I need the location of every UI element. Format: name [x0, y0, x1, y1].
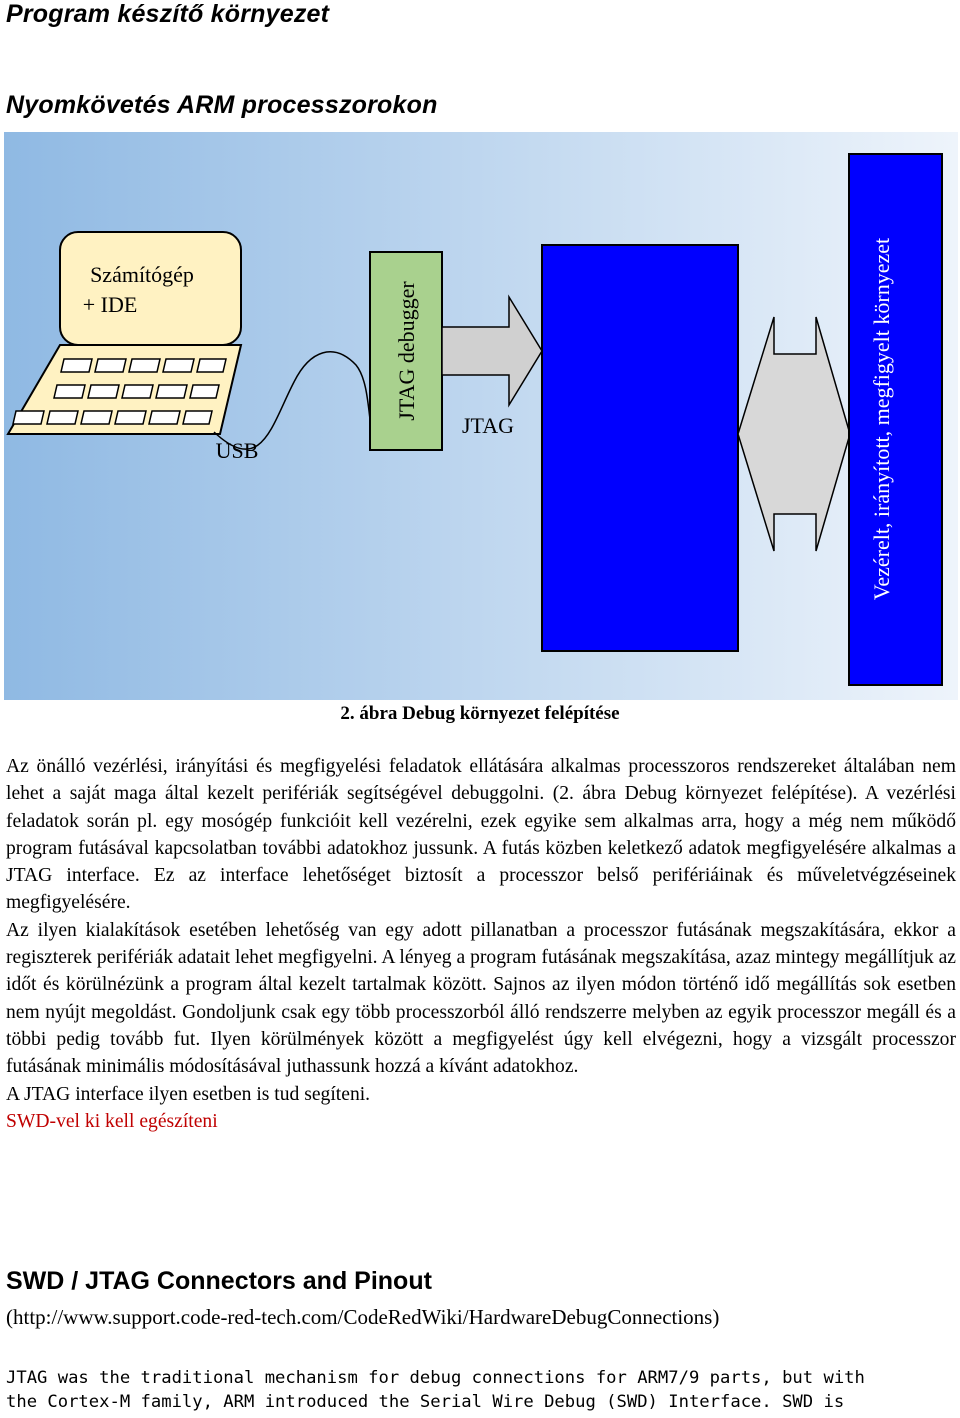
- computer-label-line1: Számítógép: [90, 262, 194, 287]
- jtag-debugger-box: [369, 251, 443, 451]
- section-heading: SWD / JTAG Connectors and Pinout: [6, 1267, 432, 1295]
- processor-box: [541, 244, 739, 652]
- computer-icon: Számítógép + IDE: [6, 231, 243, 435]
- jtag-arrow: [441, 294, 543, 408]
- target-environment-box: [848, 153, 943, 686]
- red-note: SWD-vel ki kell egészíteni: [6, 1110, 218, 1132]
- body-text: Az önálló vezérlési, irányítási és megfi…: [6, 753, 956, 1135]
- code-excerpt: JTAG was the traditional mechanism for d…: [6, 1366, 956, 1414]
- jtag-debugger-label: JTAG debugger: [394, 281, 419, 421]
- page-title: Program készítő környezet: [6, 0, 330, 28]
- paragraph: Az ilyen kialakítások esetében lehetőség…: [6, 919, 956, 1078]
- code-line: JTAG was the traditional mechanism for d…: [6, 1368, 865, 1388]
- usb-label: USB: [216, 438, 259, 463]
- page-subtitle: Nyomkövetés ARM processzorokon: [6, 91, 438, 119]
- paragraph: Az önálló vezérlési, irányítási és megfi…: [6, 756, 956, 914]
- keyboard-keys: [12, 358, 227, 425]
- source-url: (http://www.support.code-red-tech.com/Co…: [6, 1305, 720, 1329]
- usb-cable: [213, 351, 375, 450]
- debug-environment-diagram: Számítógép + IDE: [4, 132, 958, 700]
- target-environment-label: Vezérelt, irányított, megfigyelt környez…: [869, 238, 894, 600]
- code-line: the Cortex-M family, ARM introduced the …: [6, 1392, 845, 1412]
- paragraph: A JTAG interface ilyen esetben is tud se…: [6, 1083, 371, 1105]
- computer-label-line2: + IDE: [83, 292, 138, 317]
- jtag-label: JTAG: [462, 413, 514, 438]
- figure-caption: 2. ábra Debug környezet felépítése: [340, 703, 620, 724]
